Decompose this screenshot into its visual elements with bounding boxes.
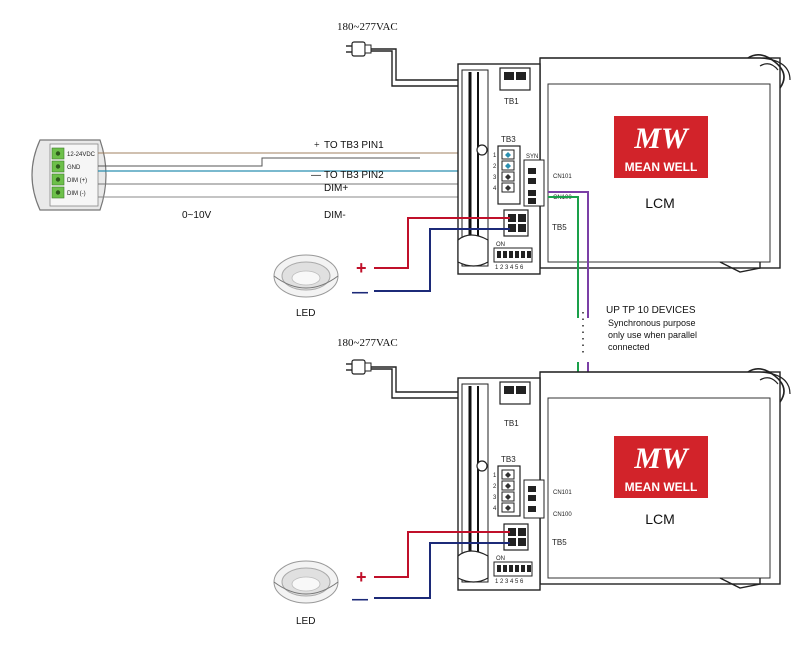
driver-bottom: TB1 TB3 1 2 3 4 CN101 CN100 TB5 ON <box>457 368 791 591</box>
led-minus-bottom: — <box>352 591 368 608</box>
dip-on-label-bottom: ON <box>496 556 505 562</box>
svg-text:1: 1 <box>493 153 497 159</box>
meanwell-logo-top: MW MEAN WELL <box>614 116 708 178</box>
plus-sign-tb3: + <box>314 140 320 151</box>
led-label-bottom: LED <box>296 616 315 627</box>
lcm-model-bottom: LCM <box>645 511 675 527</box>
svg-text:2: 2 <box>493 164 497 170</box>
wire-led-plus-top <box>374 217 510 269</box>
ac-input-label-top: 180~277VAC <box>337 21 398 33</box>
to-tb3-pin1-label: TO TB3 PIN1 <box>324 140 384 151</box>
svg-text:4: 4 <box>493 186 497 192</box>
note-line-3: connected <box>608 342 650 352</box>
wire-led-plus-bottom <box>374 531 510 578</box>
lcm-model-top: LCM <box>645 195 675 211</box>
dip-switch-bottom <box>497 565 531 572</box>
led-label-top: LED <box>296 308 315 319</box>
tb3-label-top: TB3 <box>501 135 516 144</box>
dip-on-label-top: ON <box>496 242 505 248</box>
dip-numbers-top: 1 2 3 4 5 6 <box>495 265 524 271</box>
wire-led-minus-bottom <box>374 542 510 599</box>
cn100-label-bottom: CN100 <box>553 512 572 518</box>
tb1-label-top: TB1 <box>504 97 519 106</box>
tb5-label-top: TB5 <box>552 223 567 232</box>
ac-plug-bottom: 180~277VAC <box>337 337 470 399</box>
tb3-pin-numbers-top: 1 2 3 4 <box>493 153 497 192</box>
wire-gnd <box>98 157 420 167</box>
wire-12-24vdc <box>98 152 500 161</box>
dimmer-range-label: 0~10V <box>182 210 212 221</box>
wire-dim-plus <box>98 180 500 185</box>
dimmer-terminal-1-label: 12-24VDC <box>67 152 96 158</box>
mw-mark-bottom: MW <box>633 442 690 475</box>
tb3-label-bottom: TB3 <box>501 455 516 464</box>
dimmer-terminal-2-label: GND <box>67 165 81 171</box>
meanwell-logo-bottom: MW MEAN WELL <box>614 436 708 498</box>
tb1-label-bottom: TB1 <box>504 419 519 428</box>
driver-top: TB1 TB3 SYN CN101 CN100 TB5 ON <box>457 54 791 275</box>
led-fixture-top: LED <box>273 254 339 319</box>
svg-text:1: 1 <box>493 473 497 479</box>
tb3-pin-numbers-bottom: 1 2 3 4 <box>493 473 497 512</box>
dimmer-wires <box>98 152 500 198</box>
sync-wire-green-top <box>548 196 579 318</box>
meanwell-name-top: MEAN WELL <box>625 160 698 174</box>
tb5-label-bottom: TB5 <box>552 538 567 547</box>
dim-minus-label: DIM- <box>324 210 346 221</box>
note-line-2: only use when parallel <box>608 330 697 340</box>
led-plus-bottom: + <box>356 567 367 587</box>
cn101-label-top: CN101 <box>553 174 572 180</box>
mw-mark-top: MW <box>633 122 690 155</box>
syn-label-top: SYN <box>526 154 538 160</box>
svg-text:4: 4 <box>493 506 497 512</box>
sync-wire-purple-top <box>548 191 589 318</box>
note-line-1: Synchronous purpose <box>608 318 696 328</box>
cn101-label-bottom: CN101 <box>553 490 572 496</box>
dimmer-terminal-block <box>51 147 65 199</box>
dip-numbers-bottom: 1 2 3 4 5 6 <box>495 579 524 585</box>
wire-led-minus-top <box>374 228 510 292</box>
meanwell-name-bottom: MEAN WELL <box>625 480 698 494</box>
led-plus-top: + <box>356 258 367 278</box>
dim-plus-label: DIM+ <box>324 183 348 194</box>
note-title: UP TP 10 DEVICES <box>606 305 696 316</box>
minus-sign-tb3: — <box>311 170 321 181</box>
ac-plug-top: 180~277VAC <box>337 21 470 87</box>
dimmer-module: 12-24VDC GND DIM (+) DIM (-) <box>31 139 107 211</box>
dip-switch-top <box>497 251 531 258</box>
svg-text:3: 3 <box>493 175 497 181</box>
dimmer-terminal-4-label: DIM (-) <box>67 191 86 197</box>
led-fixture-bottom: LED <box>273 560 339 627</box>
to-tb3-pin2-label: TO TB3 PIN2 <box>324 170 384 181</box>
wire-dim-minus <box>98 190 500 198</box>
led-minus-top: — <box>352 284 368 301</box>
svg-text:3: 3 <box>493 495 497 501</box>
ac-input-label-bottom: 180~277VAC <box>337 337 398 349</box>
dimmer-terminal-3-label: DIM (+) <box>67 178 87 184</box>
svg-text:2: 2 <box>493 484 497 490</box>
